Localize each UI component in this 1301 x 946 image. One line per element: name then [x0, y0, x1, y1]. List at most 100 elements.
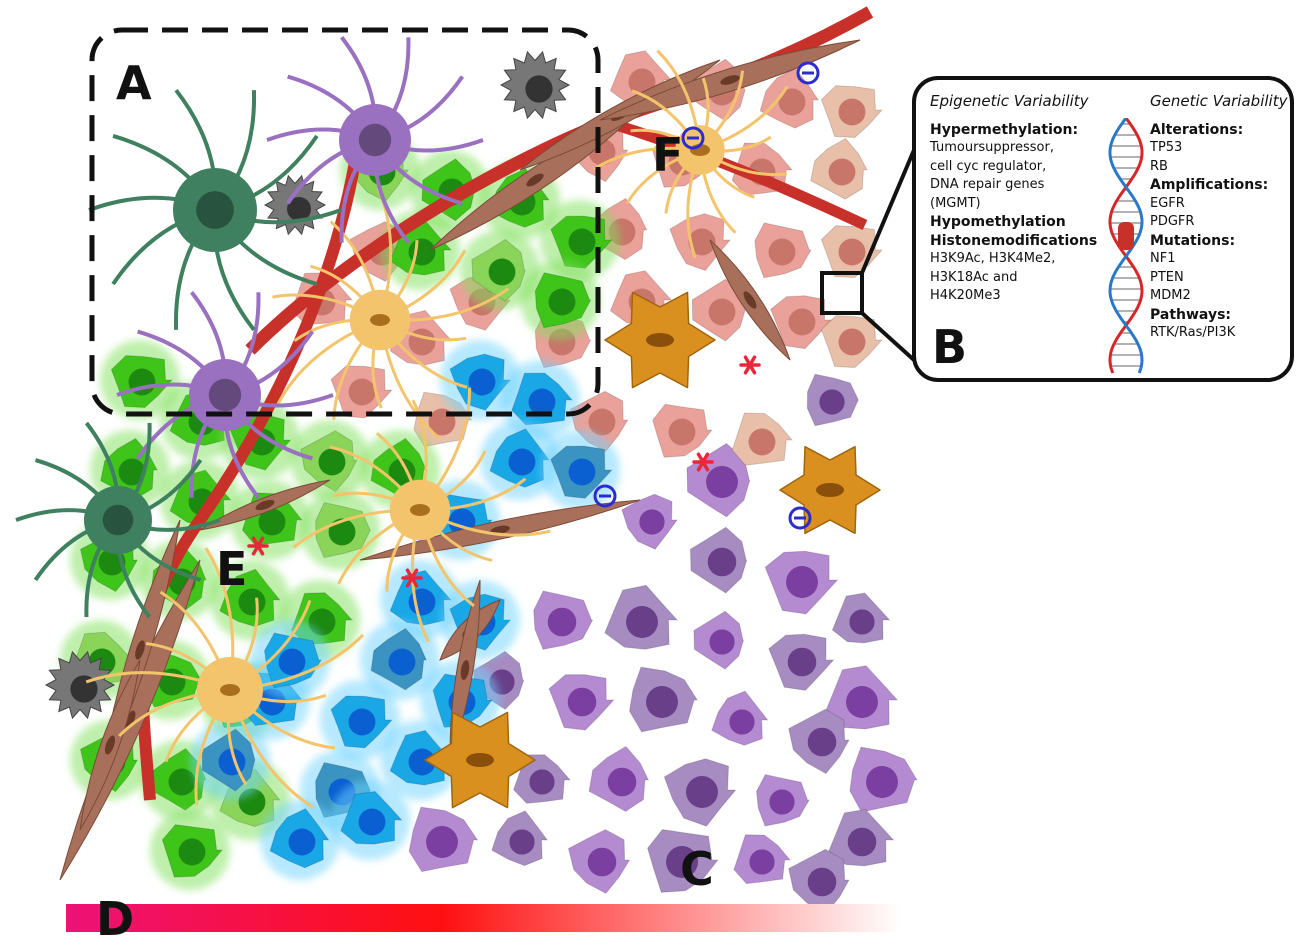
nucleus-icon — [668, 418, 696, 446]
microglia-cell — [44, 650, 116, 720]
nucleus-icon — [408, 748, 436, 776]
nucleus-icon — [568, 228, 596, 256]
list-item: RB — [1150, 158, 1168, 174]
green-cell — [300, 430, 358, 493]
fibroblast-cell — [79, 659, 141, 831]
nucleus-icon — [258, 508, 286, 536]
list-item: TP53 — [1150, 140, 1183, 155]
nucleus-icon — [846, 686, 878, 718]
macrophage-cell — [424, 711, 536, 809]
label-d: D — [96, 892, 135, 946]
nucleus-icon — [788, 308, 816, 336]
pink-cell — [669, 213, 732, 272]
green-cell — [471, 238, 527, 302]
nucleus-icon — [466, 753, 494, 767]
purple-cell — [711, 690, 769, 746]
pink-cell — [770, 295, 833, 350]
blue-cell — [269, 808, 330, 869]
nucleus-icon — [548, 288, 576, 316]
purple-cell — [621, 493, 679, 550]
nucleus-icon — [807, 727, 837, 757]
nucleus-icon — [410, 504, 430, 516]
purple-cell — [513, 754, 572, 804]
region-a-dashed-box — [89, 27, 601, 417]
label-e: E — [216, 542, 248, 596]
nucleus-icon — [639, 509, 665, 535]
nucleus-icon — [866, 766, 898, 798]
nucleus-icon — [70, 675, 98, 703]
nucleus-icon — [408, 328, 436, 356]
purple-cell — [567, 829, 631, 895]
blue-cell — [489, 428, 550, 488]
macrophage-group — [424, 291, 881, 809]
nucleus-icon — [426, 826, 458, 858]
callout-pointer-line — [860, 311, 916, 362]
nucleus-icon — [287, 197, 311, 221]
list-heading: Alterations: — [1150, 121, 1244, 138]
purple-cell — [628, 666, 699, 733]
list-item: H3K9Ac, H3K4Me2, — [930, 251, 1056, 266]
minus-circle-marker — [593, 484, 617, 508]
marker-group — [247, 61, 820, 588]
purple-cell — [548, 674, 615, 731]
nucleus-icon — [729, 709, 755, 735]
nucleus-icon — [847, 827, 877, 857]
nucleus-icon — [828, 158, 856, 186]
nucleus-icon — [706, 466, 738, 498]
purple-cell — [788, 848, 850, 915]
purple-cell — [806, 373, 860, 427]
purple-cell — [831, 592, 891, 644]
pink-cell — [754, 222, 812, 279]
fibroblast-cell — [599, 39, 861, 121]
asterisk-marker — [739, 355, 761, 375]
minus-circle-marker — [681, 126, 705, 150]
minus-circle-marker — [796, 61, 820, 85]
neuron-cell — [15, 421, 221, 619]
list-item: H3K18Ac and — [930, 269, 1018, 285]
nucleus-icon — [468, 368, 496, 396]
nucleus-icon — [102, 504, 134, 536]
pink-cell — [731, 412, 794, 466]
nucleus-icon — [849, 609, 875, 635]
list-item: NF1 — [1150, 251, 1176, 266]
purple-cell — [588, 745, 650, 812]
nucleus-icon — [666, 846, 698, 878]
purple-cell — [491, 810, 549, 867]
nucleus-icon — [588, 408, 616, 436]
magnified-cell-square — [820, 271, 864, 315]
purple-cell — [788, 708, 850, 775]
blue-cell — [389, 729, 453, 786]
purple-cell — [647, 828, 719, 893]
list-item: PTEN — [1150, 269, 1184, 285]
pink-cell — [820, 85, 884, 139]
purple-cell — [408, 806, 479, 873]
nucleus-icon — [838, 328, 866, 356]
list-item: H4K20Me3 — [930, 288, 1001, 303]
list-item: PDGFR — [1150, 214, 1195, 229]
epigenetic-title: Epigenetic Variability — [930, 92, 1089, 110]
nucleus-icon — [255, 499, 275, 511]
nucleus-icon — [358, 123, 392, 157]
nucleus-icon — [529, 769, 555, 795]
nucleus-icon — [135, 640, 145, 660]
list-heading: Mutations: — [1150, 232, 1236, 249]
nucleus-icon — [318, 448, 346, 476]
epigenetic-list: Hypermethylation:Tumoursuppressor,cell c… — [930, 121, 1097, 306]
microglia-cell — [499, 50, 571, 120]
list-item: DNA repair genes — [930, 177, 1045, 192]
astrocyte-cell — [272, 187, 510, 440]
purple-cell — [689, 526, 748, 594]
nucleus-icon — [488, 258, 516, 286]
neuron-cell — [266, 36, 484, 244]
nucleus-icon — [526, 173, 544, 187]
label-c: C — [680, 842, 714, 896]
list-heading: Histonemodifications — [930, 232, 1098, 249]
minus-circle-marker — [788, 506, 812, 530]
macrophage-cell — [604, 291, 716, 389]
nucleus-icon — [646, 686, 678, 718]
green-cell — [534, 272, 592, 329]
asterisk-marker — [692, 452, 714, 472]
callout-pointer-line — [860, 149, 916, 274]
